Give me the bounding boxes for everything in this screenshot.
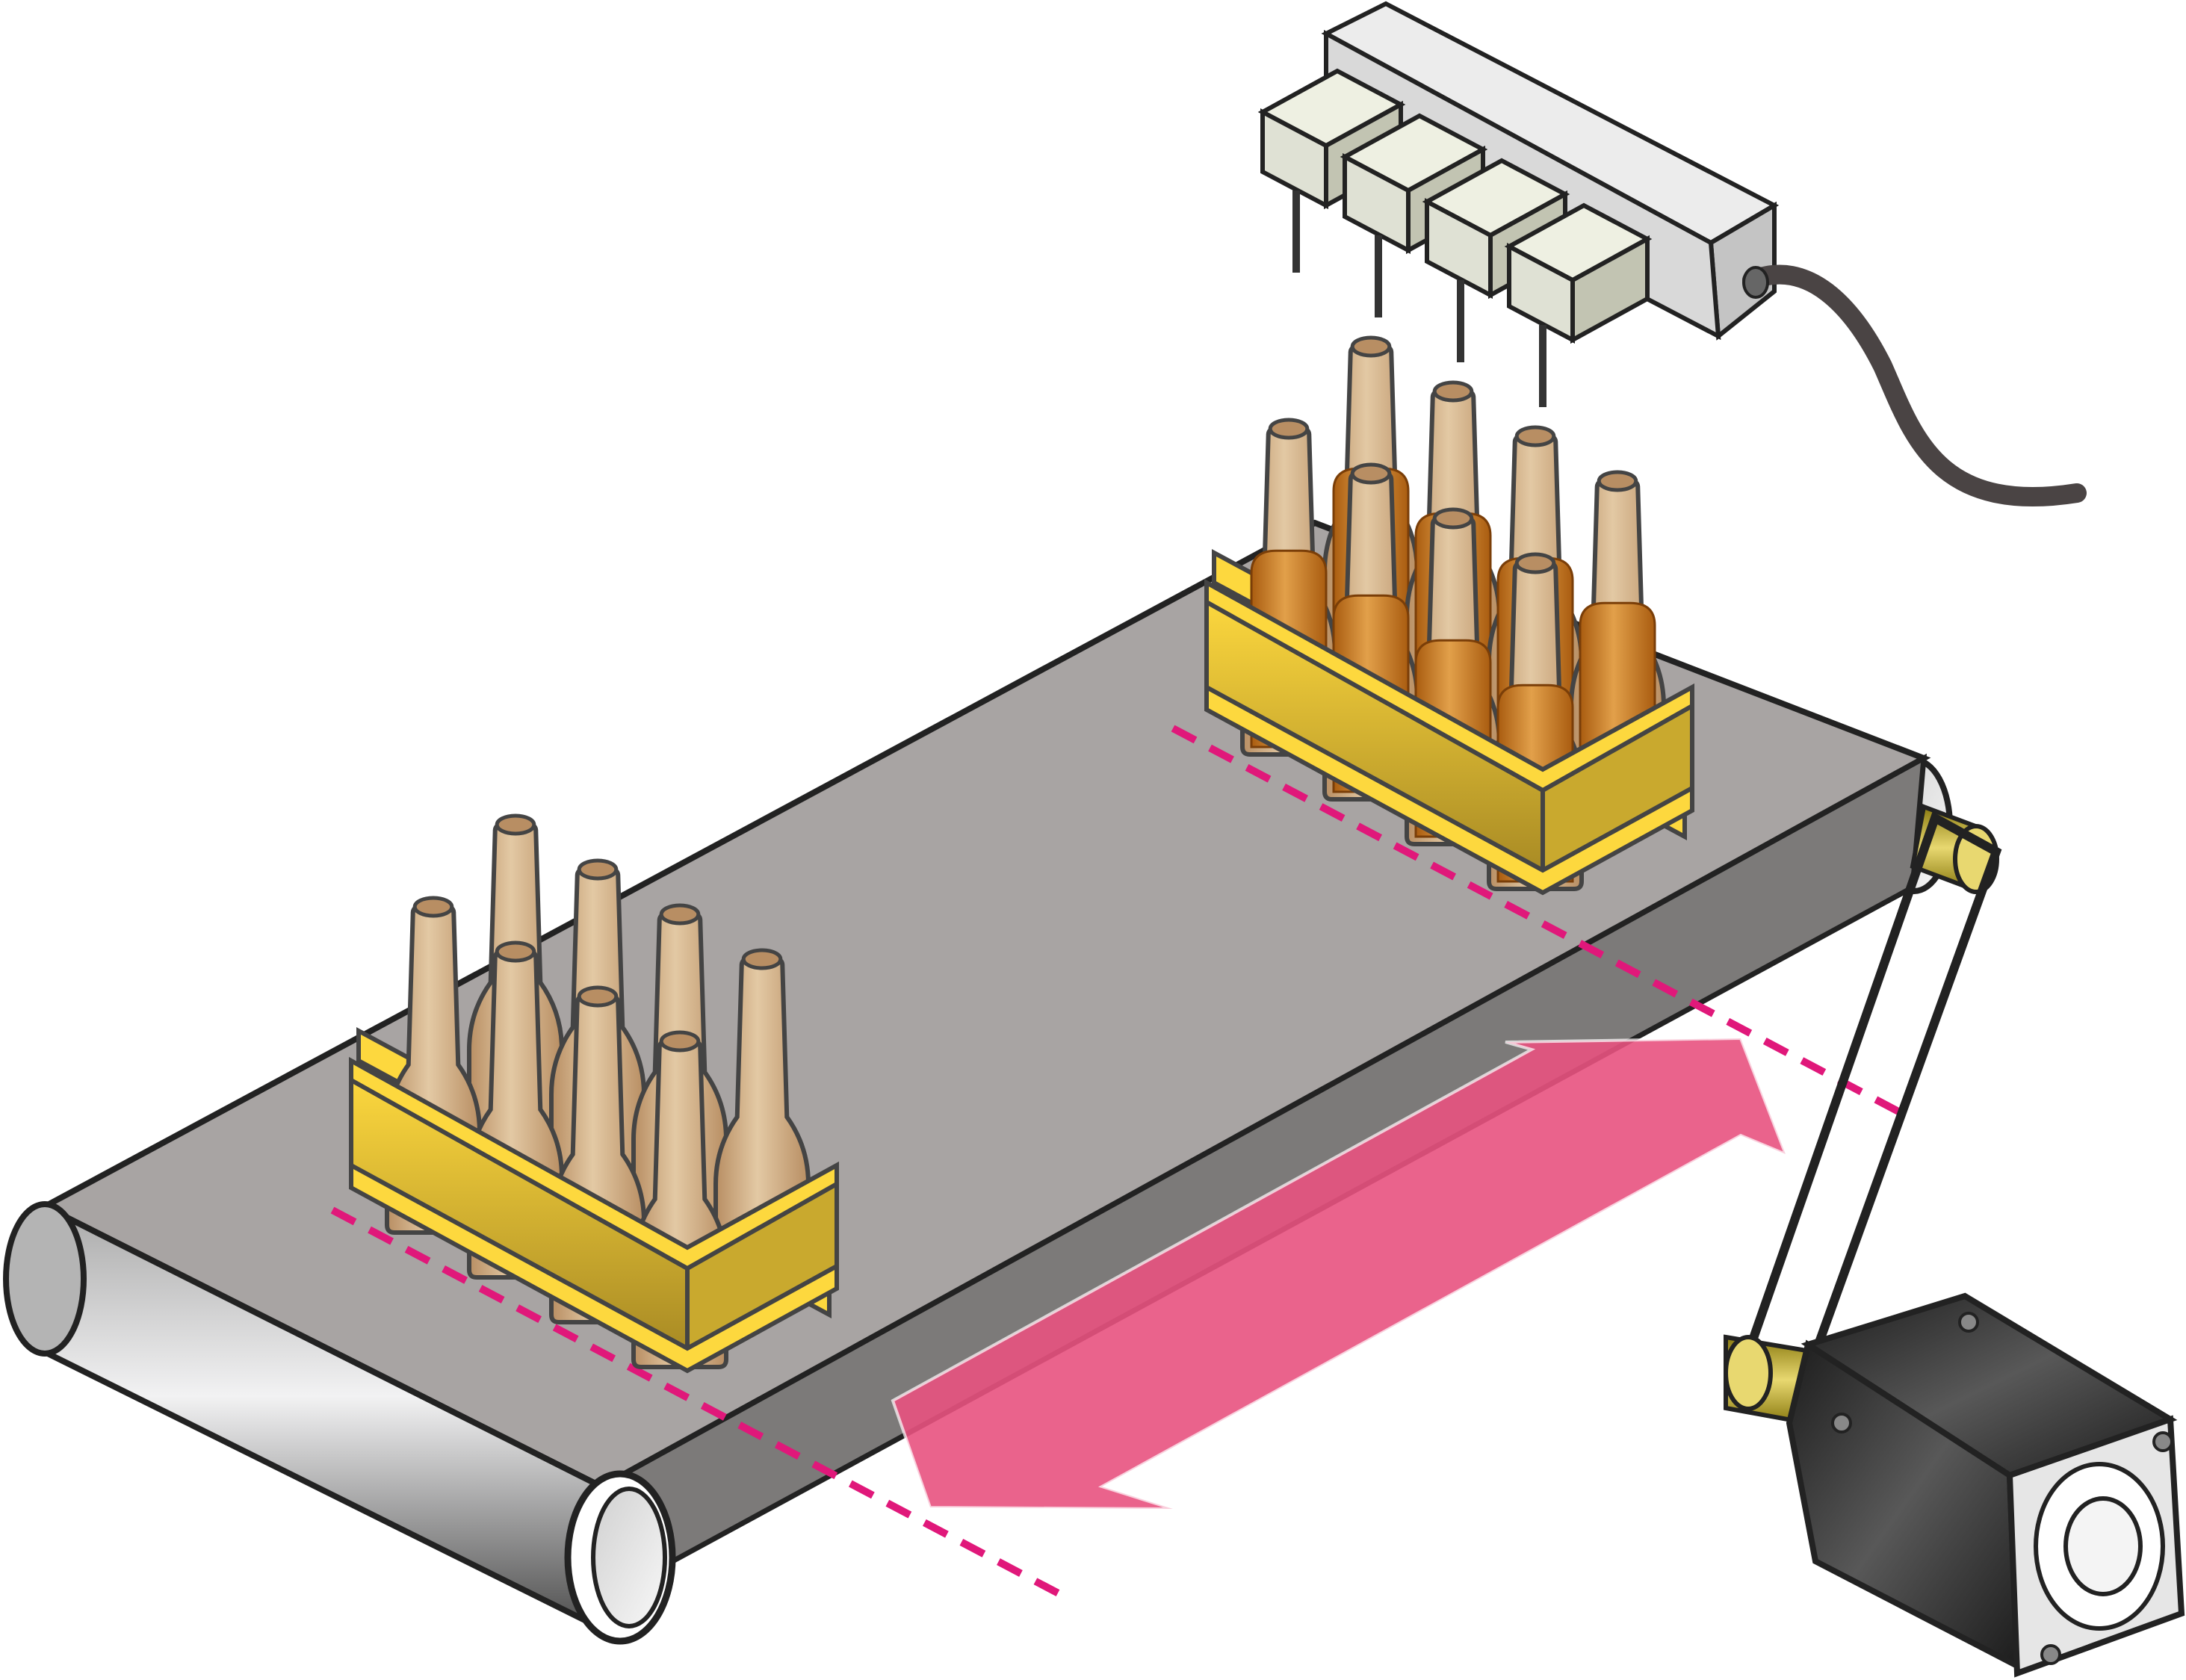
crate-top-rim (1204, 578, 1694, 793)
double-headed-arrow (891, 1036, 1789, 1510)
bottle-mouth (1268, 418, 1310, 440)
motion-arrow (891, 1036, 1789, 1510)
bottle-mouth (412, 896, 454, 918)
cable-gland (1742, 266, 1769, 299)
crate-base-rim (1204, 683, 1694, 896)
stop-position-lines (330, 725, 1904, 1602)
filling-nozzle (1504, 202, 1653, 407)
crate-top-rim (349, 1056, 839, 1271)
bottle-mouth (1350, 335, 1392, 358)
motor-bolt (1831, 1413, 1852, 1433)
stop-line-front (330, 1206, 1071, 1602)
stepper-motor (1786, 1292, 2185, 1678)
bottle-mouth (1514, 425, 1556, 447)
motor-bolt (2040, 1644, 2061, 1665)
stop-line-rear (1171, 725, 1904, 1117)
bottle-mouth (577, 985, 619, 1008)
bottle-mouth (659, 903, 701, 926)
bottle-mouth (1432, 380, 1474, 403)
drive-system (1724, 803, 2185, 1678)
front-roller (3, 1201, 676, 1645)
bottle-mouth (1597, 470, 1638, 492)
motor-bolt (2152, 1431, 2173, 1452)
bottle-mouth (659, 1030, 701, 1053)
filling-station (1257, 1, 2087, 506)
motor-bolt (1958, 1312, 1979, 1333)
bottle-mouth (495, 940, 536, 963)
crate-empty (349, 813, 839, 1374)
bottle-mouth (495, 813, 536, 836)
bottle-mouth (1432, 507, 1474, 530)
bottle-mouth (741, 948, 783, 970)
motor-shaft-hub (2063, 1496, 2143, 1596)
power-cable (1742, 264, 2087, 506)
bottle-mouth (577, 858, 619, 881)
crate-filled (1204, 335, 1694, 896)
bottle-mouth (1514, 552, 1556, 574)
crate-base-rim (349, 1161, 839, 1374)
nozzle-head-side (1570, 235, 1650, 344)
bottle-mouth (1350, 462, 1392, 485)
